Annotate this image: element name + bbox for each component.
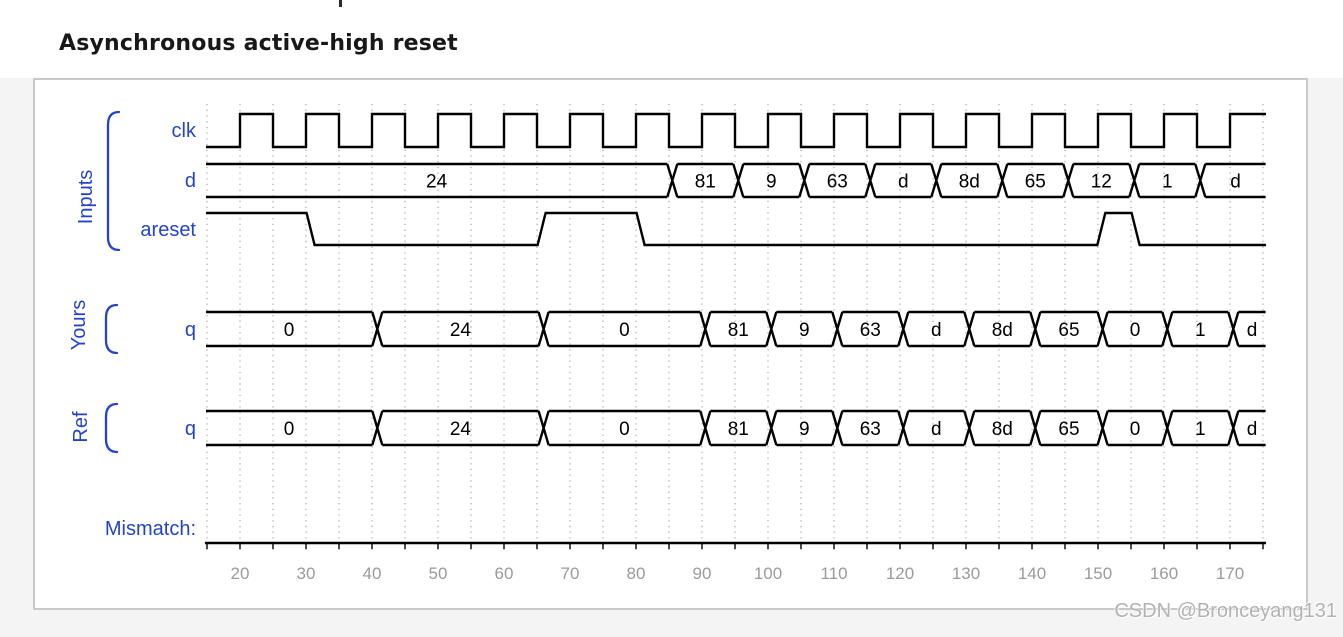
bus-value: 65 bbox=[1058, 419, 1079, 440]
bus-value: 8d bbox=[992, 320, 1013, 341]
group-inputs: Inputs bbox=[75, 110, 121, 252]
bus-value: 63 bbox=[860, 419, 881, 440]
bus-value: 1 bbox=[1195, 320, 1206, 341]
axis-label: 70 bbox=[561, 564, 580, 583]
group-yours: Yours bbox=[68, 300, 119, 355]
bus-value: 0 bbox=[1130, 419, 1141, 440]
bus-value: 0 bbox=[619, 320, 630, 341]
signal-label: areset bbox=[140, 219, 196, 241]
signal-row-mismatch: Mismatch: bbox=[105, 518, 196, 540]
bus-value: d bbox=[931, 419, 942, 440]
binary-wave bbox=[206, 211, 1266, 247]
signal-label: Mismatch: bbox=[105, 518, 196, 540]
time-axis: 20 30 40 50 60 70 80 90 100 110 120 130 140 150 160 170 bbox=[205, 541, 1266, 583]
group-label: Ref bbox=[70, 411, 92, 443]
bus-wave bbox=[206, 162, 1266, 199]
grid-lines bbox=[206, 104, 1264, 552]
bus-value: 0 bbox=[1130, 320, 1141, 341]
axis-label: 80 bbox=[627, 564, 646, 583]
bus-value: 65 bbox=[1025, 172, 1046, 193]
axis-label: 160 bbox=[1150, 564, 1178, 583]
bus-value: 24 bbox=[450, 320, 472, 341]
group-brace bbox=[104, 402, 119, 454]
bus-value: 8d bbox=[992, 419, 1013, 440]
bus-value: d bbox=[1247, 320, 1258, 341]
bus-value: 63 bbox=[860, 320, 881, 341]
group-label: Inputs bbox=[75, 170, 97, 224]
bus-value: 8d bbox=[959, 172, 980, 193]
signal-row-q-ref: q 0 24 0 81 9 63 d 8d 65 0 1 d bbox=[185, 409, 1266, 447]
group-brace bbox=[106, 110, 121, 252]
bus-value: 81 bbox=[728, 320, 749, 341]
bus-value: 0 bbox=[284, 419, 295, 440]
bus-value: d bbox=[1230, 172, 1241, 193]
bus-value: 65 bbox=[1058, 320, 1079, 341]
axis-label: 50 bbox=[429, 564, 448, 583]
signal-row-clk: clk bbox=[172, 112, 1266, 149]
page-title: Asynchronous active-high reset bbox=[59, 31, 458, 56]
axis-label: 90 bbox=[693, 564, 712, 583]
axis-label: 140 bbox=[1018, 564, 1046, 583]
signal-row-q-yours: q 0 24 0 81 9 63 d 8d 65 0 1 d bbox=[185, 310, 1266, 348]
bus-wave bbox=[206, 409, 1266, 447]
group-label: Yours bbox=[68, 300, 90, 350]
axis-label: 110 bbox=[820, 564, 847, 583]
bus-value: 1 bbox=[1195, 419, 1206, 440]
axis-label: 20 bbox=[231, 564, 250, 583]
signal-label: q bbox=[185, 319, 196, 341]
axis-label: 120 bbox=[886, 564, 914, 583]
bus-value: 24 bbox=[426, 172, 448, 193]
axis-label: 30 bbox=[297, 564, 316, 583]
bus-value: 81 bbox=[728, 419, 749, 440]
bus-value: 1 bbox=[1162, 172, 1173, 193]
bus-value: 0 bbox=[619, 419, 630, 440]
watermark: CSDN @Bronceyang131 bbox=[1114, 600, 1337, 622]
bus-value: 24 bbox=[450, 419, 472, 440]
axis-label: 40 bbox=[363, 564, 382, 583]
bus-value: 12 bbox=[1091, 172, 1112, 193]
bus-value: 0 bbox=[284, 320, 295, 341]
signal-label: clk bbox=[172, 120, 197, 142]
signal-row-d: d 24 81 9 63 d 8d 65 12 1 d bbox=[185, 162, 1266, 199]
bus-value: d bbox=[898, 172, 909, 193]
group-ref: Ref bbox=[70, 402, 119, 454]
bus-value: 9 bbox=[799, 320, 810, 341]
axis-label: 150 bbox=[1084, 564, 1112, 583]
bus-value: d bbox=[931, 320, 942, 341]
header-area: Asynchronous active-high reset bbox=[0, 0, 1343, 78]
bus-value: 9 bbox=[766, 172, 777, 193]
signal-row-areset: areset bbox=[140, 211, 1266, 247]
axis-label: 170 bbox=[1216, 564, 1244, 583]
waveform-card bbox=[33, 78, 1308, 610]
bus-wave bbox=[206, 310, 1266, 348]
signal-label: d bbox=[185, 170, 196, 192]
signal-label: q bbox=[185, 418, 196, 440]
clipped-scroll-tick bbox=[339, 0, 342, 7]
axis-label: 60 bbox=[495, 564, 514, 583]
bus-value: d bbox=[1247, 419, 1258, 440]
bus-value: 9 bbox=[799, 419, 810, 440]
group-brace bbox=[104, 303, 119, 355]
bus-value: 63 bbox=[827, 172, 848, 193]
bus-value: 81 bbox=[695, 172, 716, 193]
clock-wave bbox=[206, 112, 1266, 149]
axis-label: 100 bbox=[754, 564, 782, 583]
axis-label: 130 bbox=[952, 564, 980, 583]
